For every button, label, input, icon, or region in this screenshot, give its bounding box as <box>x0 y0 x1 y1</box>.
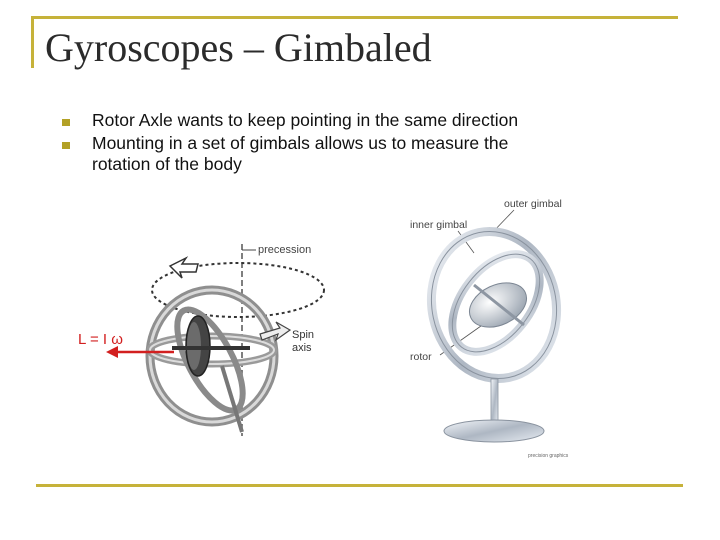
gyroscope-precession-diagram: precession Spin axis L = I ω <box>78 244 325 436</box>
precession-label: precession <box>258 244 311 256</box>
inner-gimbal-leader <box>457 230 475 254</box>
support-strut <box>220 365 244 433</box>
precession-path <box>151 262 325 318</box>
bullet-item: Rotor Axle wants to keep pointing in the… <box>62 110 532 131</box>
rotor-label: rotor <box>410 351 432 363</box>
angular-momentum-equation: L = I ω <box>78 331 123 348</box>
horizontal-gimbal-highlight <box>149 335 275 365</box>
spin-axis-label-line-1: Spin <box>292 329 314 341</box>
precession-arrow-icon <box>168 256 199 279</box>
frame-left-rule <box>31 16 34 68</box>
bullet-list: Rotor Axle wants to keep pointing in the… <box>62 110 532 177</box>
stand-base <box>443 419 545 443</box>
bullet-text: Rotor Axle wants to keep pointing in the… <box>92 110 519 130</box>
outer-gimbal-edge <box>430 230 558 380</box>
square-bullet-icon <box>62 142 70 149</box>
inner-gimbal-label: inner gimbal <box>410 219 467 231</box>
bullet-item: Mounting in a set of gimbals allows us t… <box>62 133 532 175</box>
frame-top-rule <box>31 16 678 19</box>
rotor-axle <box>473 283 525 327</box>
spin-axis-label-line-2: axis <box>292 342 312 354</box>
outer-gimbal-label: outer gimbal <box>504 198 562 210</box>
frame-bottom-rule <box>36 484 683 487</box>
bullet-text: Mounting in a set of gimbals allows us t… <box>92 133 509 174</box>
spin-axis-arrow-icon <box>259 321 292 342</box>
angular-momentum-arrowhead-icon <box>106 346 118 358</box>
slide-title: Gyroscopes – Gimbaled <box>45 25 432 70</box>
image-credit: precision graphics <box>528 453 569 459</box>
square-bullet-icon <box>62 119 70 126</box>
gimbal-illustration: outer gimbal inner gimbal rotor precisio… <box>410 198 569 459</box>
